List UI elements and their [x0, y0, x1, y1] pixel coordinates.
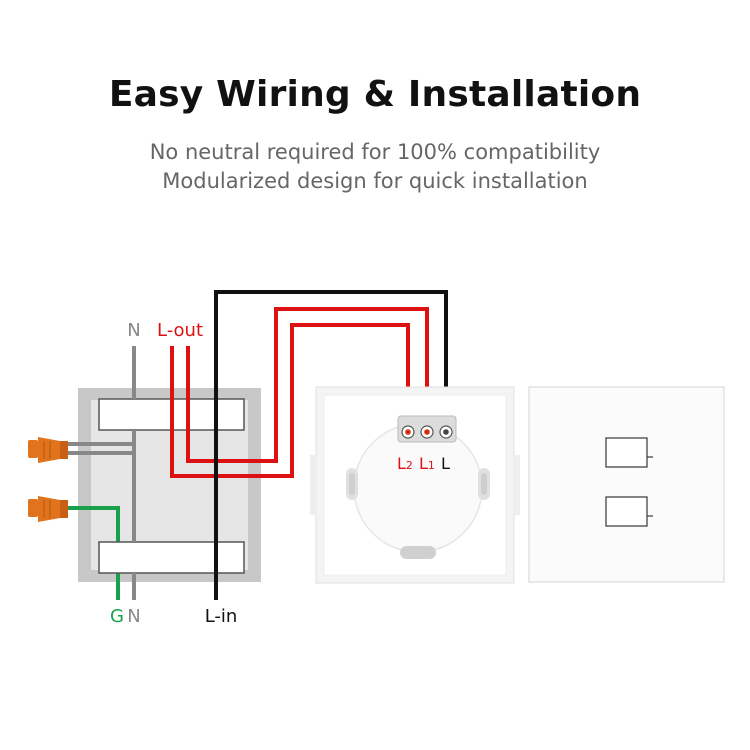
- label-l-in: L-in: [205, 606, 238, 627]
- label-n-bottom: N: [127, 606, 140, 627]
- wire-connector-ground: [28, 496, 68, 522]
- page-title: Easy Wiring & Installation: [108, 74, 642, 115]
- switch-front-panel: [528, 386, 725, 583]
- wire-connector-neutral: [28, 437, 68, 463]
- subtitle-line-2: Modularized design for quick installatio…: [162, 169, 588, 193]
- subtitle-line-1: No neutral required for 100% compatibili…: [149, 140, 601, 164]
- terminal-label-l1: L1: [419, 454, 435, 473]
- label-g: G: [110, 606, 124, 627]
- label-l-out: L-out: [157, 320, 203, 341]
- switch-back-module: [310, 386, 520, 584]
- terminal-label-l2: L2: [397, 454, 413, 473]
- touch-key-top: [605, 437, 648, 468]
- bottom-terminal-block: [98, 541, 245, 574]
- touch-key-bottom: [605, 496, 648, 527]
- terminal-label-l: L: [441, 454, 450, 473]
- label-n-top: N: [127, 320, 140, 341]
- terminal-screws: [401, 425, 453, 439]
